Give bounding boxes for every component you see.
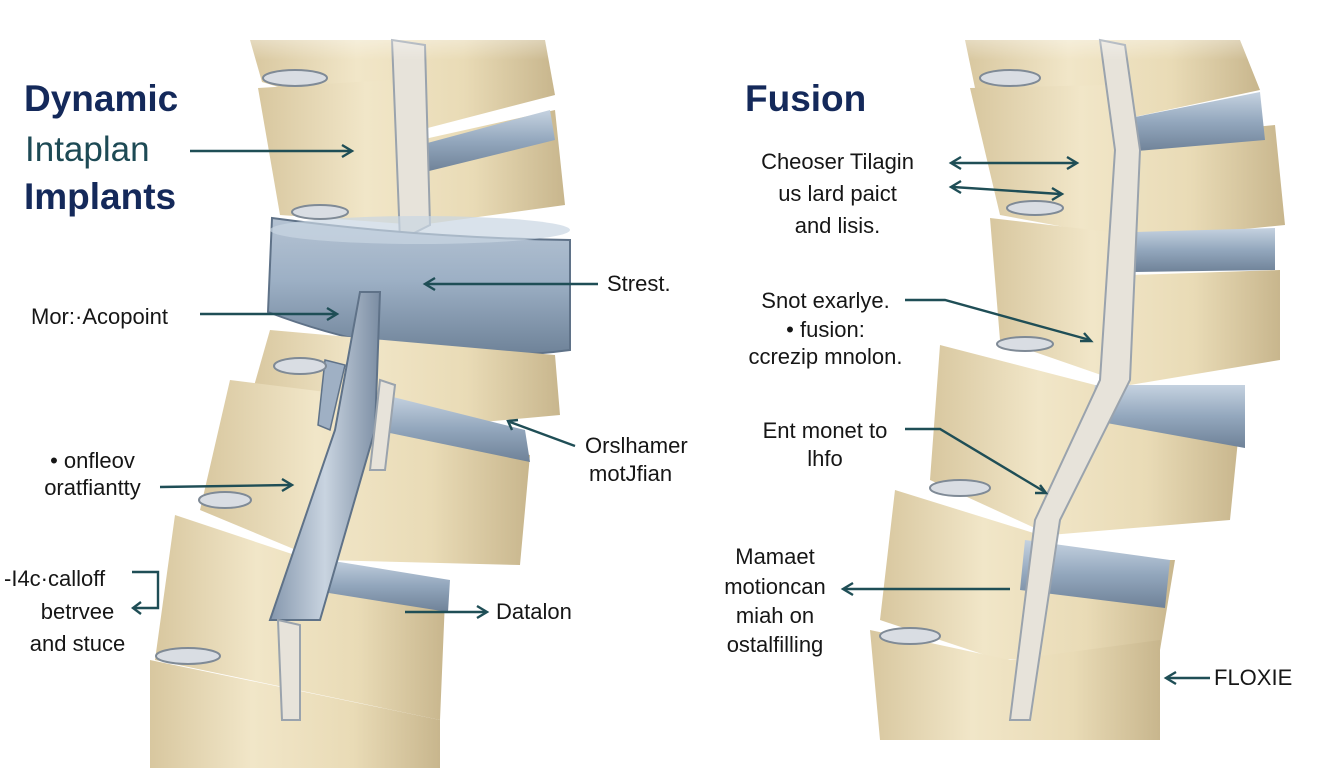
arrow-ent xyxy=(905,427,1046,494)
title-fusion: Fusion xyxy=(745,78,867,119)
label-datalon: Datalon xyxy=(496,599,572,624)
label-snot-line2: • fusion: xyxy=(786,317,865,342)
label-orslhamer-line1: Orslhamer xyxy=(585,433,688,458)
label-cheoser-line2: us lard paict xyxy=(778,181,897,206)
label-mamaet-line3: miah on xyxy=(735,603,815,628)
title-intaplan: Intaplan xyxy=(25,130,150,169)
label-ent-line2: lhfo xyxy=(807,446,843,471)
label-snot-line3: ccrezip mnolon. xyxy=(748,344,903,369)
left-disc-1 xyxy=(420,110,555,172)
label-cheoser-line3: and lisis. xyxy=(794,213,881,238)
label-onfleov-line1: • onfleov xyxy=(50,448,135,473)
label-calloff-line1: -I4c·calloff xyxy=(4,566,106,591)
label-mamaet-line2: motioncan xyxy=(724,574,826,599)
label-mor-acopoint: Mor:·Acopoint xyxy=(31,304,168,329)
label-snot-line1: Snot exarlye. xyxy=(761,288,890,313)
arrow-snot xyxy=(905,298,1091,342)
arrow-onfleov xyxy=(159,483,291,489)
title-implants: Implants xyxy=(24,176,177,217)
title-dynamic: Dynamic xyxy=(24,78,179,119)
label-onfleov-line2: oratfiantty xyxy=(44,475,141,500)
left-disc-3 xyxy=(310,558,450,612)
label-cheoser-line1: Cheoser Tilagin xyxy=(761,149,914,174)
right-spine xyxy=(870,38,1285,740)
right-disc-4 xyxy=(1020,540,1170,608)
bracket-calloff xyxy=(132,570,160,610)
right-disc-3 xyxy=(1090,385,1245,448)
left-spine xyxy=(150,38,571,768)
left-vertebra-4 xyxy=(200,380,530,565)
left-disc-2 xyxy=(385,395,530,462)
arrow-orslhamer xyxy=(509,420,576,448)
label-orslhamer-line2: motJfian xyxy=(589,461,673,486)
right-vertebra-3 xyxy=(990,218,1280,385)
label-mamaet-line1: Mamaet xyxy=(735,544,815,569)
label-mamaet-line4: ostalfilling xyxy=(726,632,824,657)
arrow-cheoser-2 xyxy=(952,185,1061,196)
callout-arrows xyxy=(131,143,1210,686)
label-calloff-line3: and stuce xyxy=(29,631,126,656)
label-strest: Strest. xyxy=(607,271,671,296)
label-calloff-line2: betrvee xyxy=(40,599,115,624)
label-floxie: FLOXIE xyxy=(1214,665,1293,690)
right-disc-1 xyxy=(1120,92,1265,152)
right-disc-2 xyxy=(1132,228,1275,272)
label-ent-line1: Ent monet to xyxy=(762,418,888,443)
left-rod xyxy=(268,291,382,621)
